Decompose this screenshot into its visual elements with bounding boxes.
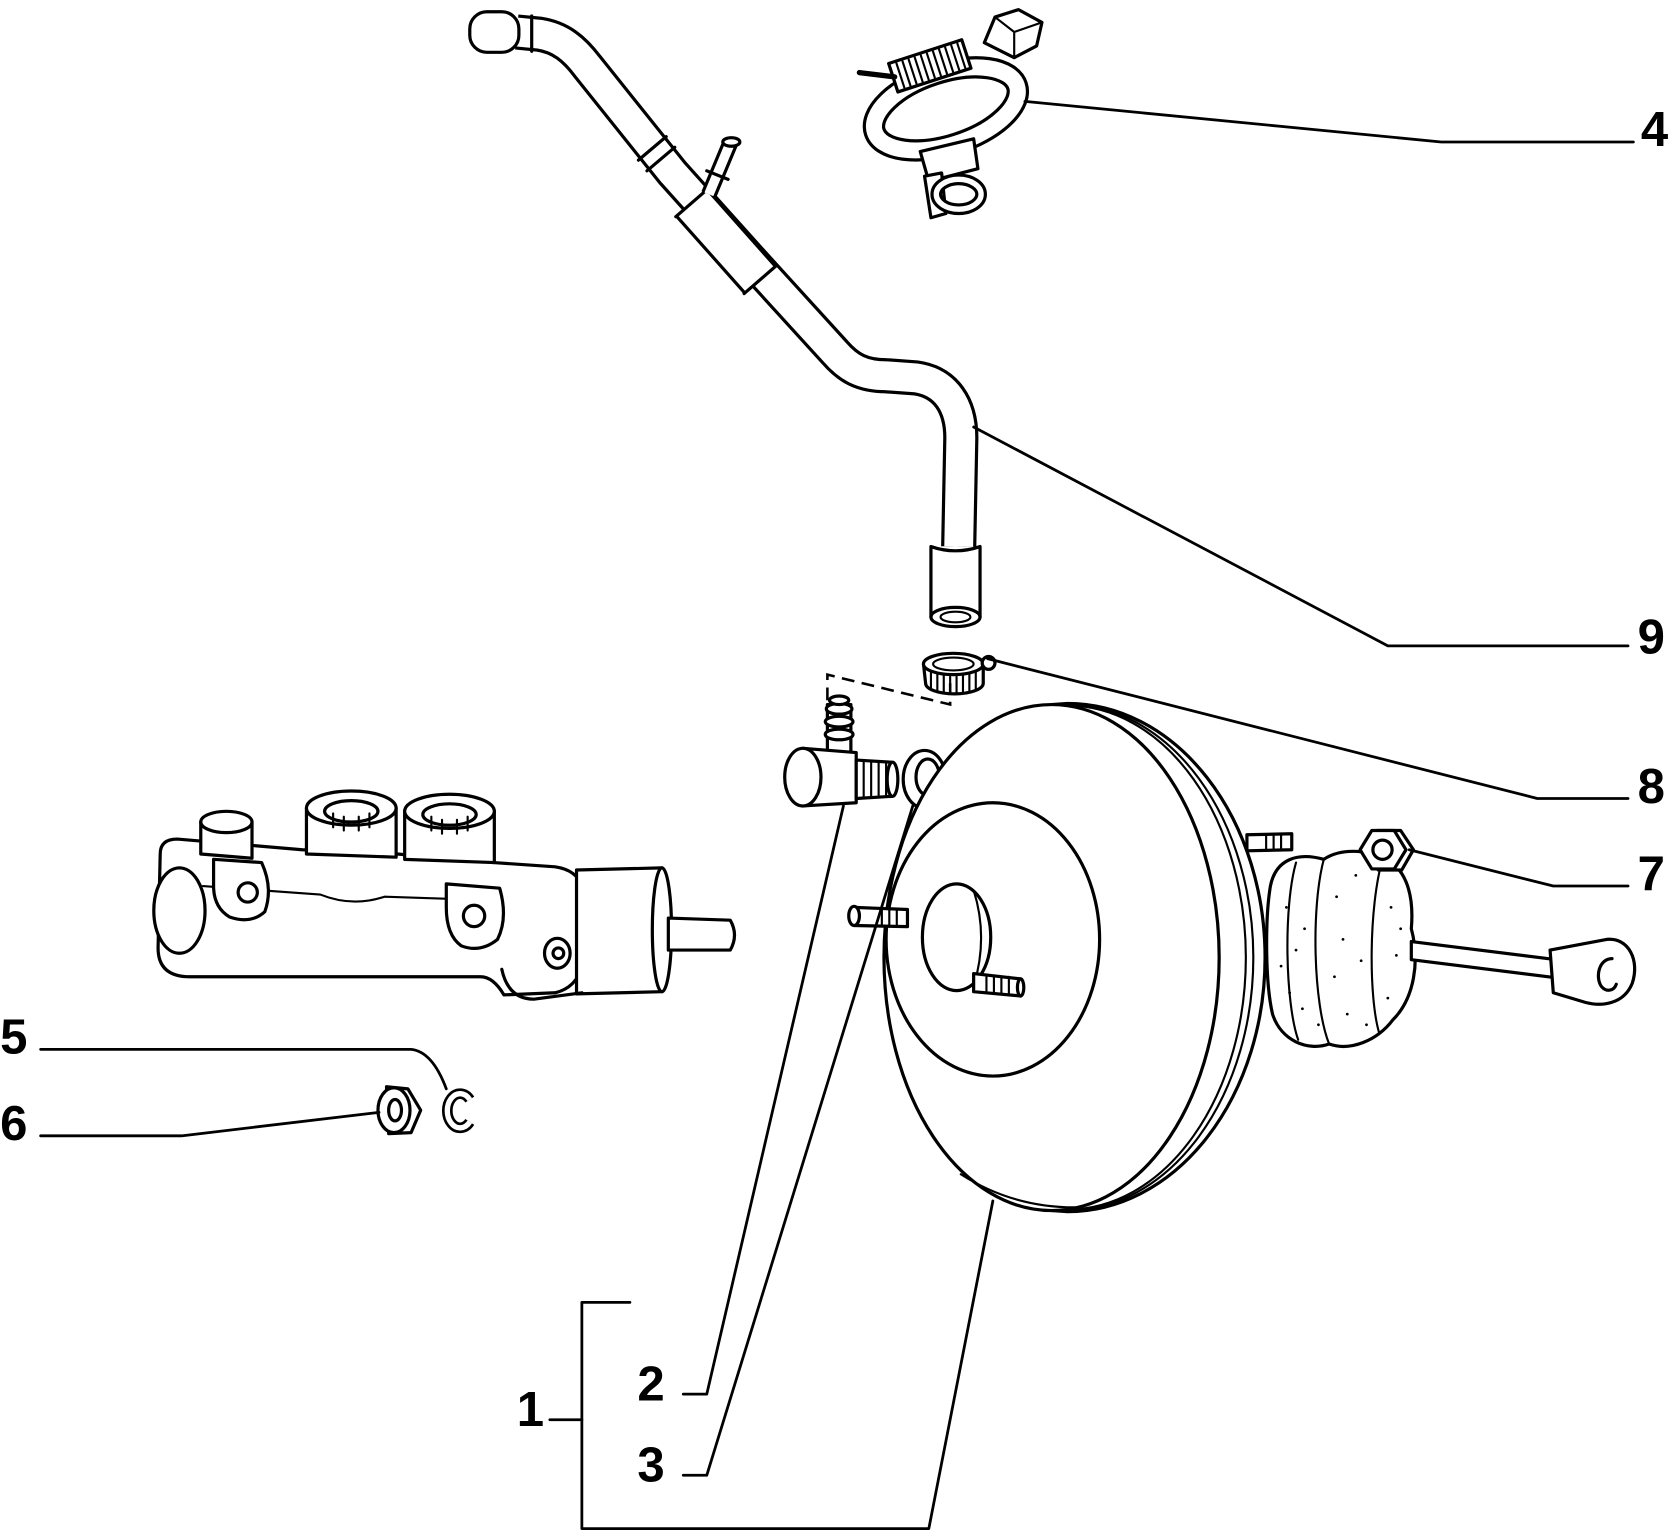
leader-lines	[39, 100, 1635, 1531]
clamp-screw-detail	[993, 16, 1044, 59]
fitting-nipple-rib	[823, 714, 855, 729]
washer-inner	[444, 1091, 473, 1131]
callout-6: 6	[0, 1097, 27, 1151]
booster-stud-left-end	[847, 904, 862, 928]
hose-ring	[645, 145, 677, 173]
booster-boot-texture	[1279, 873, 1403, 1027]
leader-9	[972, 425, 1630, 648]
cylinder-port-1-top	[304, 789, 398, 827]
cylinder-port-1-bore	[322, 799, 380, 824]
cylinder-lower-boss-hole	[551, 946, 566, 961]
callout-5: 5	[0, 1011, 27, 1065]
callout-7: 7	[1638, 847, 1665, 901]
small-nut-face	[376, 1086, 412, 1135]
fitting-body-end	[783, 746, 823, 808]
booster-center-face	[884, 801, 1102, 1078]
cylinder-rod	[666, 916, 737, 952]
leader-3	[681, 804, 915, 1477]
cylinder-lower-boss	[542, 936, 572, 970]
washer	[442, 1088, 475, 1134]
clamp-teeth	[895, 42, 967, 89]
hose-end-fitting	[929, 544, 982, 619]
hose-connector-end	[742, 264, 778, 296]
fitting-nipple-tip	[827, 694, 851, 707]
fitting-nipple-rib	[823, 727, 855, 742]
leader-5	[39, 1047, 448, 1091]
cylinder-left-ear-hole	[236, 881, 259, 904]
small-nut	[376, 1085, 423, 1136]
hose-clip	[921, 651, 997, 696]
booster-stud-left-thread	[880, 907, 898, 928]
leader-4	[1023, 100, 1635, 144]
booster-boot-fold	[1286, 861, 1300, 1041]
booster-boot-fold	[1370, 858, 1384, 1035]
hose-connector-inner	[677, 190, 775, 293]
vacuum-hose	[468, 10, 982, 629]
booster-ridge	[1066, 704, 1247, 1211]
master-cylinder	[152, 789, 737, 1001]
booster-boot	[1265, 849, 1417, 1048]
booster-stud-end	[1015, 977, 1026, 998]
fitting-thread-end	[885, 760, 900, 798]
hose-ring	[636, 135, 668, 162]
cylinder-front-face	[152, 866, 207, 955]
hose-nipple-inner	[704, 141, 735, 197]
callout-3: 3	[637, 1439, 664, 1493]
leader-8	[986, 657, 1630, 800]
callout-labels: 4 9 8 7 5 6 2 3 1	[0, 103, 1669, 1492]
clamp-pin	[856, 69, 898, 80]
hose-end-opening	[929, 605, 982, 629]
clamp-ring-inner	[933, 176, 984, 212]
cylinder-bottom-lip	[500, 967, 584, 1001]
booster-clevis	[1548, 937, 1637, 1006]
leader-2	[681, 804, 845, 1396]
nut-face	[1358, 828, 1408, 871]
booster-center-hole	[920, 882, 993, 993]
cylinder-port-2-grip	[430, 815, 469, 835]
callout-8: 8	[1638, 760, 1665, 814]
fitting-thread-lines	[862, 758, 888, 800]
brake-booster	[847, 701, 1637, 1214]
callout-9: 9	[1638, 610, 1665, 664]
clip-bore	[932, 656, 975, 672]
cylinder-port-2-bore	[421, 802, 478, 827]
booster-stud-rear	[1245, 832, 1294, 853]
hose-nipple-collar	[705, 169, 730, 181]
booster-front-rim	[959, 1173, 1080, 1209]
nut-bore	[1371, 838, 1394, 861]
callout-4: 4	[1641, 103, 1669, 157]
hose-inner	[515, 17, 976, 547]
booster-push-rod	[1409, 939, 1559, 980]
callout-1: 1	[517, 1383, 544, 1437]
cylinder-left-boss-top	[199, 809, 254, 835]
booster-ridge	[1066, 703, 1255, 1212]
hose-nipple-tip	[721, 136, 742, 148]
hose-connector-end	[674, 187, 710, 219]
elbow-fitting	[783, 694, 900, 808]
booster-stud-thread	[985, 973, 1010, 996]
cylinder-rear-section	[574, 866, 664, 996]
bracket-1	[580, 1199, 995, 1531]
hose-end-cap	[468, 10, 521, 54]
nut	[1358, 828, 1416, 872]
booster-boot-fold	[1314, 858, 1331, 1046]
booster-stud	[972, 971, 1023, 998]
small-nut-bore	[387, 1097, 404, 1123]
assembly-dashed-line	[826, 673, 952, 707]
leader-6	[39, 1110, 381, 1138]
clamp-bracket	[918, 137, 980, 184]
hose-end-bore	[939, 610, 972, 624]
leader-7	[1407, 848, 1630, 888]
hose-clamp	[856, 8, 1044, 220]
callout-2: 2	[637, 1358, 664, 1412]
booster-stud-rear-thread	[1265, 832, 1283, 851]
cylinder-port-1-grip	[332, 812, 371, 832]
cylinder-top-edge	[201, 884, 450, 903]
cylinder-port-2-top	[403, 792, 496, 830]
booster-clevis-hole	[1596, 957, 1618, 992]
cylinder-right-ear-hole	[461, 903, 487, 929]
booster-front-face	[882, 702, 1221, 1213]
